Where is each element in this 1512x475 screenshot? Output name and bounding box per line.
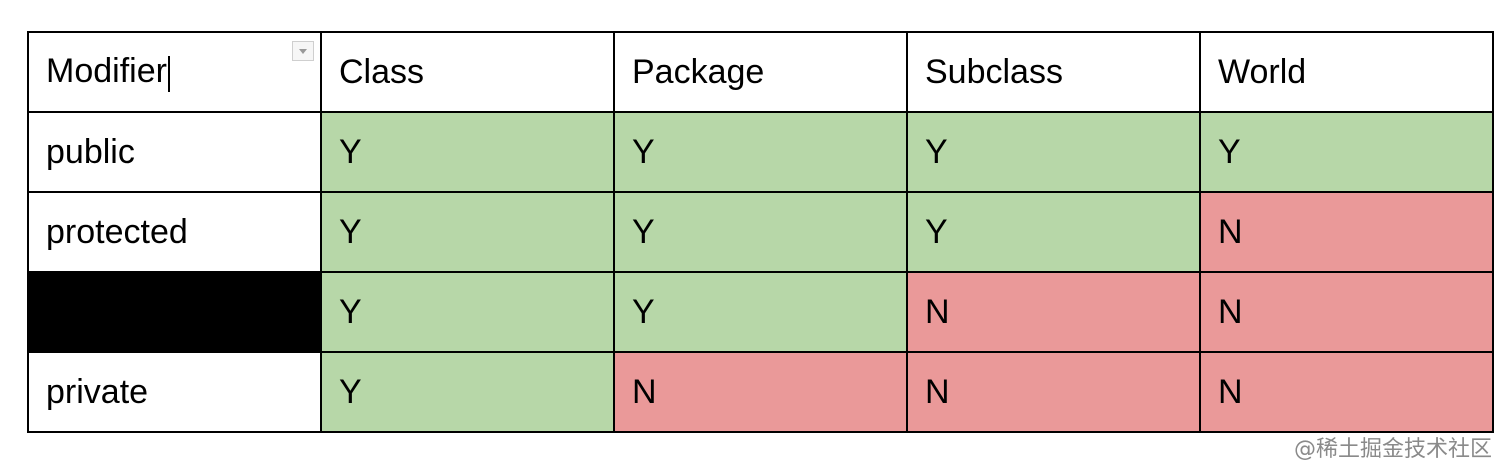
table-row: private Y N N N xyxy=(27,351,1494,433)
access-cell[interactable]: Y xyxy=(320,351,615,433)
access-cell[interactable]: Y xyxy=(613,111,908,193)
access-cell[interactable]: Y xyxy=(613,271,908,353)
modifier-cell[interactable]: protected xyxy=(27,191,322,273)
header-cell-modifier[interactable]: Modifier xyxy=(27,31,322,113)
header-row: Modifier Class Package Subclass World xyxy=(27,31,1494,113)
access-cell[interactable]: Y xyxy=(320,191,615,273)
access-cell[interactable]: N xyxy=(906,271,1201,353)
header-modifier-label: Modifier xyxy=(46,52,167,91)
access-modifier-table: Modifier Class Package Subclass World pu… xyxy=(27,31,1494,433)
access-cell[interactable]: Y xyxy=(906,111,1201,193)
table-row: Y Y N N xyxy=(27,271,1494,353)
text-cursor xyxy=(167,55,170,92)
access-cell[interactable]: Y xyxy=(320,271,615,353)
access-cell[interactable]: Y xyxy=(320,111,615,193)
access-cell[interactable]: N xyxy=(1199,351,1494,433)
access-cell[interactable]: Y xyxy=(1199,111,1494,193)
filter-dropdown-icon[interactable] xyxy=(292,41,314,61)
access-cell[interactable]: N xyxy=(906,351,1201,433)
table-row: protected Y Y Y N xyxy=(27,191,1494,273)
redacted-modifier-cell[interactable] xyxy=(27,271,322,353)
access-cell[interactable]: N xyxy=(613,351,908,433)
access-cell[interactable]: Y xyxy=(613,191,908,273)
watermark: @稀土掘金技术社区 xyxy=(1293,437,1492,462)
access-cell[interactable]: Y xyxy=(906,191,1201,273)
header-cell-package[interactable]: Package xyxy=(613,31,908,113)
access-cell[interactable]: N xyxy=(1199,191,1494,273)
access-cell[interactable]: N xyxy=(1199,271,1494,353)
header-cell-subclass[interactable]: Subclass xyxy=(906,31,1201,113)
header-cell-class[interactable]: Class xyxy=(320,31,615,113)
modifier-cell[interactable]: public xyxy=(27,111,322,193)
table-row: public Y Y Y Y xyxy=(27,111,1494,193)
modifier-cell[interactable]: private xyxy=(27,351,322,433)
header-cell-world[interactable]: World xyxy=(1199,31,1494,113)
